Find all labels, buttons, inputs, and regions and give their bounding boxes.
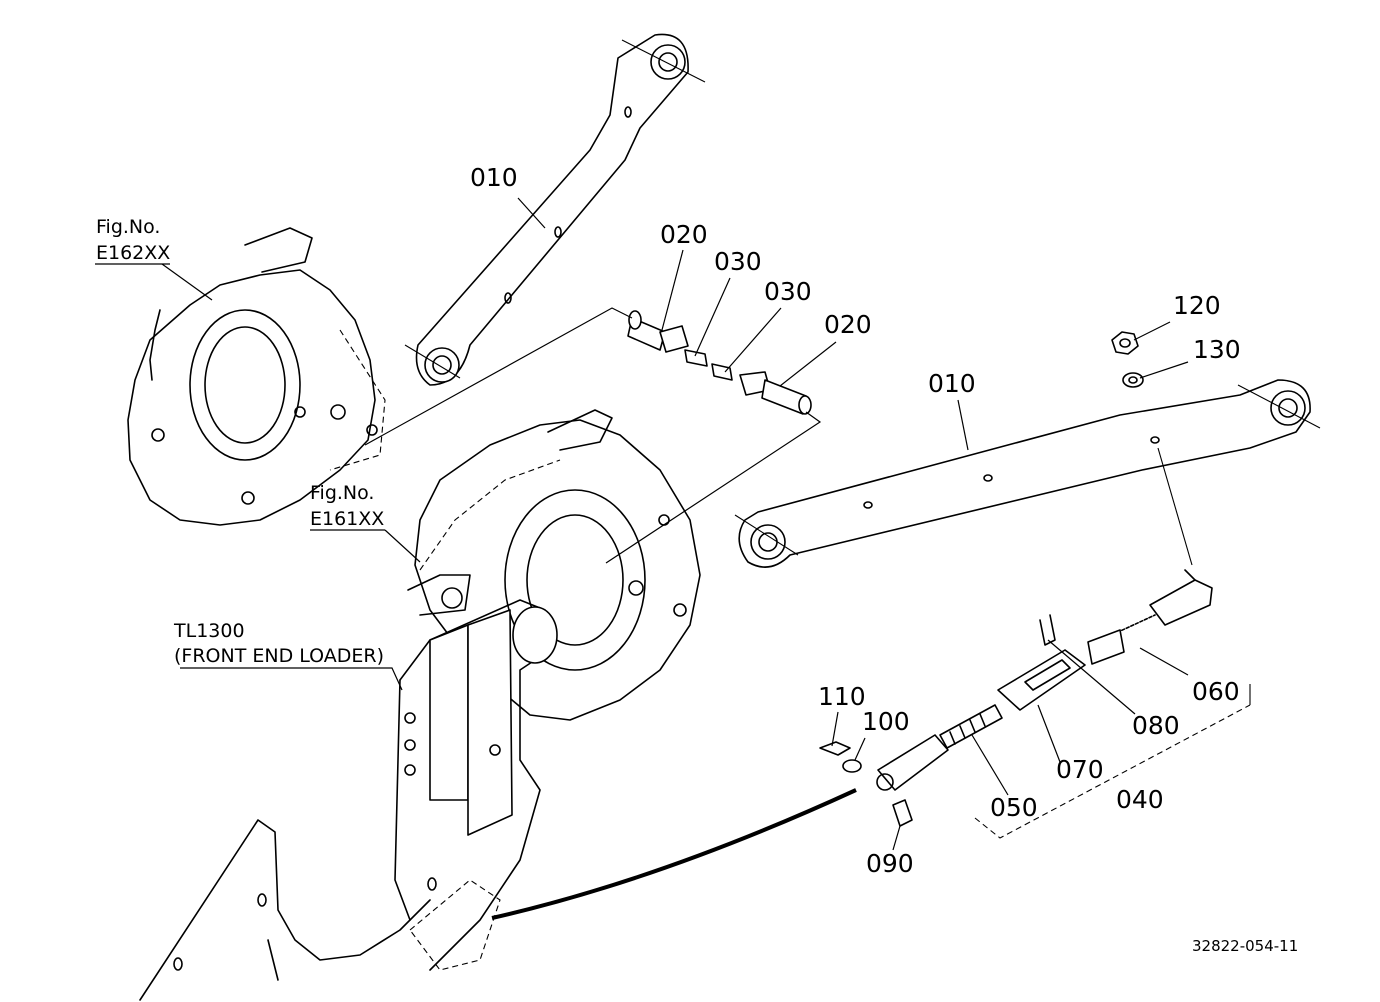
label-010-upper: 010 xyxy=(470,163,518,192)
label-070: 070 xyxy=(1056,755,1104,784)
label-060: 060 xyxy=(1192,677,1240,706)
upper-axle-housing xyxy=(127,227,386,526)
diagram-code: 32822-054-11 xyxy=(1192,937,1298,955)
pin-leader-lower xyxy=(605,411,822,564)
label-050: 050 xyxy=(990,793,1038,822)
loader-bracket xyxy=(139,599,558,1001)
loader-ref-line1: TL1300 xyxy=(173,620,245,642)
assembly-040-bracket xyxy=(974,704,1251,839)
label-030-a: 030 xyxy=(714,247,762,276)
label-020-b: 020 xyxy=(824,310,872,339)
label-080: 080 xyxy=(1132,711,1180,740)
label-130: 130 xyxy=(1193,335,1241,364)
label-leaders xyxy=(95,197,1189,851)
lift-rod-assembly xyxy=(819,569,1213,827)
nut-120 xyxy=(1111,331,1139,355)
fig-ref-e162-line2: E162XX xyxy=(96,242,170,264)
label-100: 100 xyxy=(862,707,910,736)
label-090: 090 xyxy=(866,849,914,878)
washer-130 xyxy=(1122,372,1144,388)
fig-ref-e162-line1: Fig.No. xyxy=(96,216,160,238)
label-110: 110 xyxy=(818,682,866,711)
pin-assembly xyxy=(627,310,812,415)
stud-centerline xyxy=(1157,447,1193,566)
upper-lift-arm xyxy=(404,33,706,386)
lower-axle-housing xyxy=(407,409,701,721)
label-120: 120 xyxy=(1173,291,1221,320)
fig-ref-e161-line2: E161XX xyxy=(310,508,384,530)
pin-leader-upper xyxy=(364,307,633,446)
label-030-b: 030 xyxy=(764,277,812,306)
loader-pin-leader xyxy=(491,788,857,920)
label-020-a: 020 xyxy=(660,220,708,249)
lower-lift-arm xyxy=(734,379,1321,568)
loader-ref-line2: (FRONT END LOADER) xyxy=(174,645,384,667)
label-010-lower: 010 xyxy=(928,369,976,398)
fig-ref-e161-line1: Fig.No. xyxy=(310,482,374,504)
label-040: 040 xyxy=(1116,785,1164,814)
